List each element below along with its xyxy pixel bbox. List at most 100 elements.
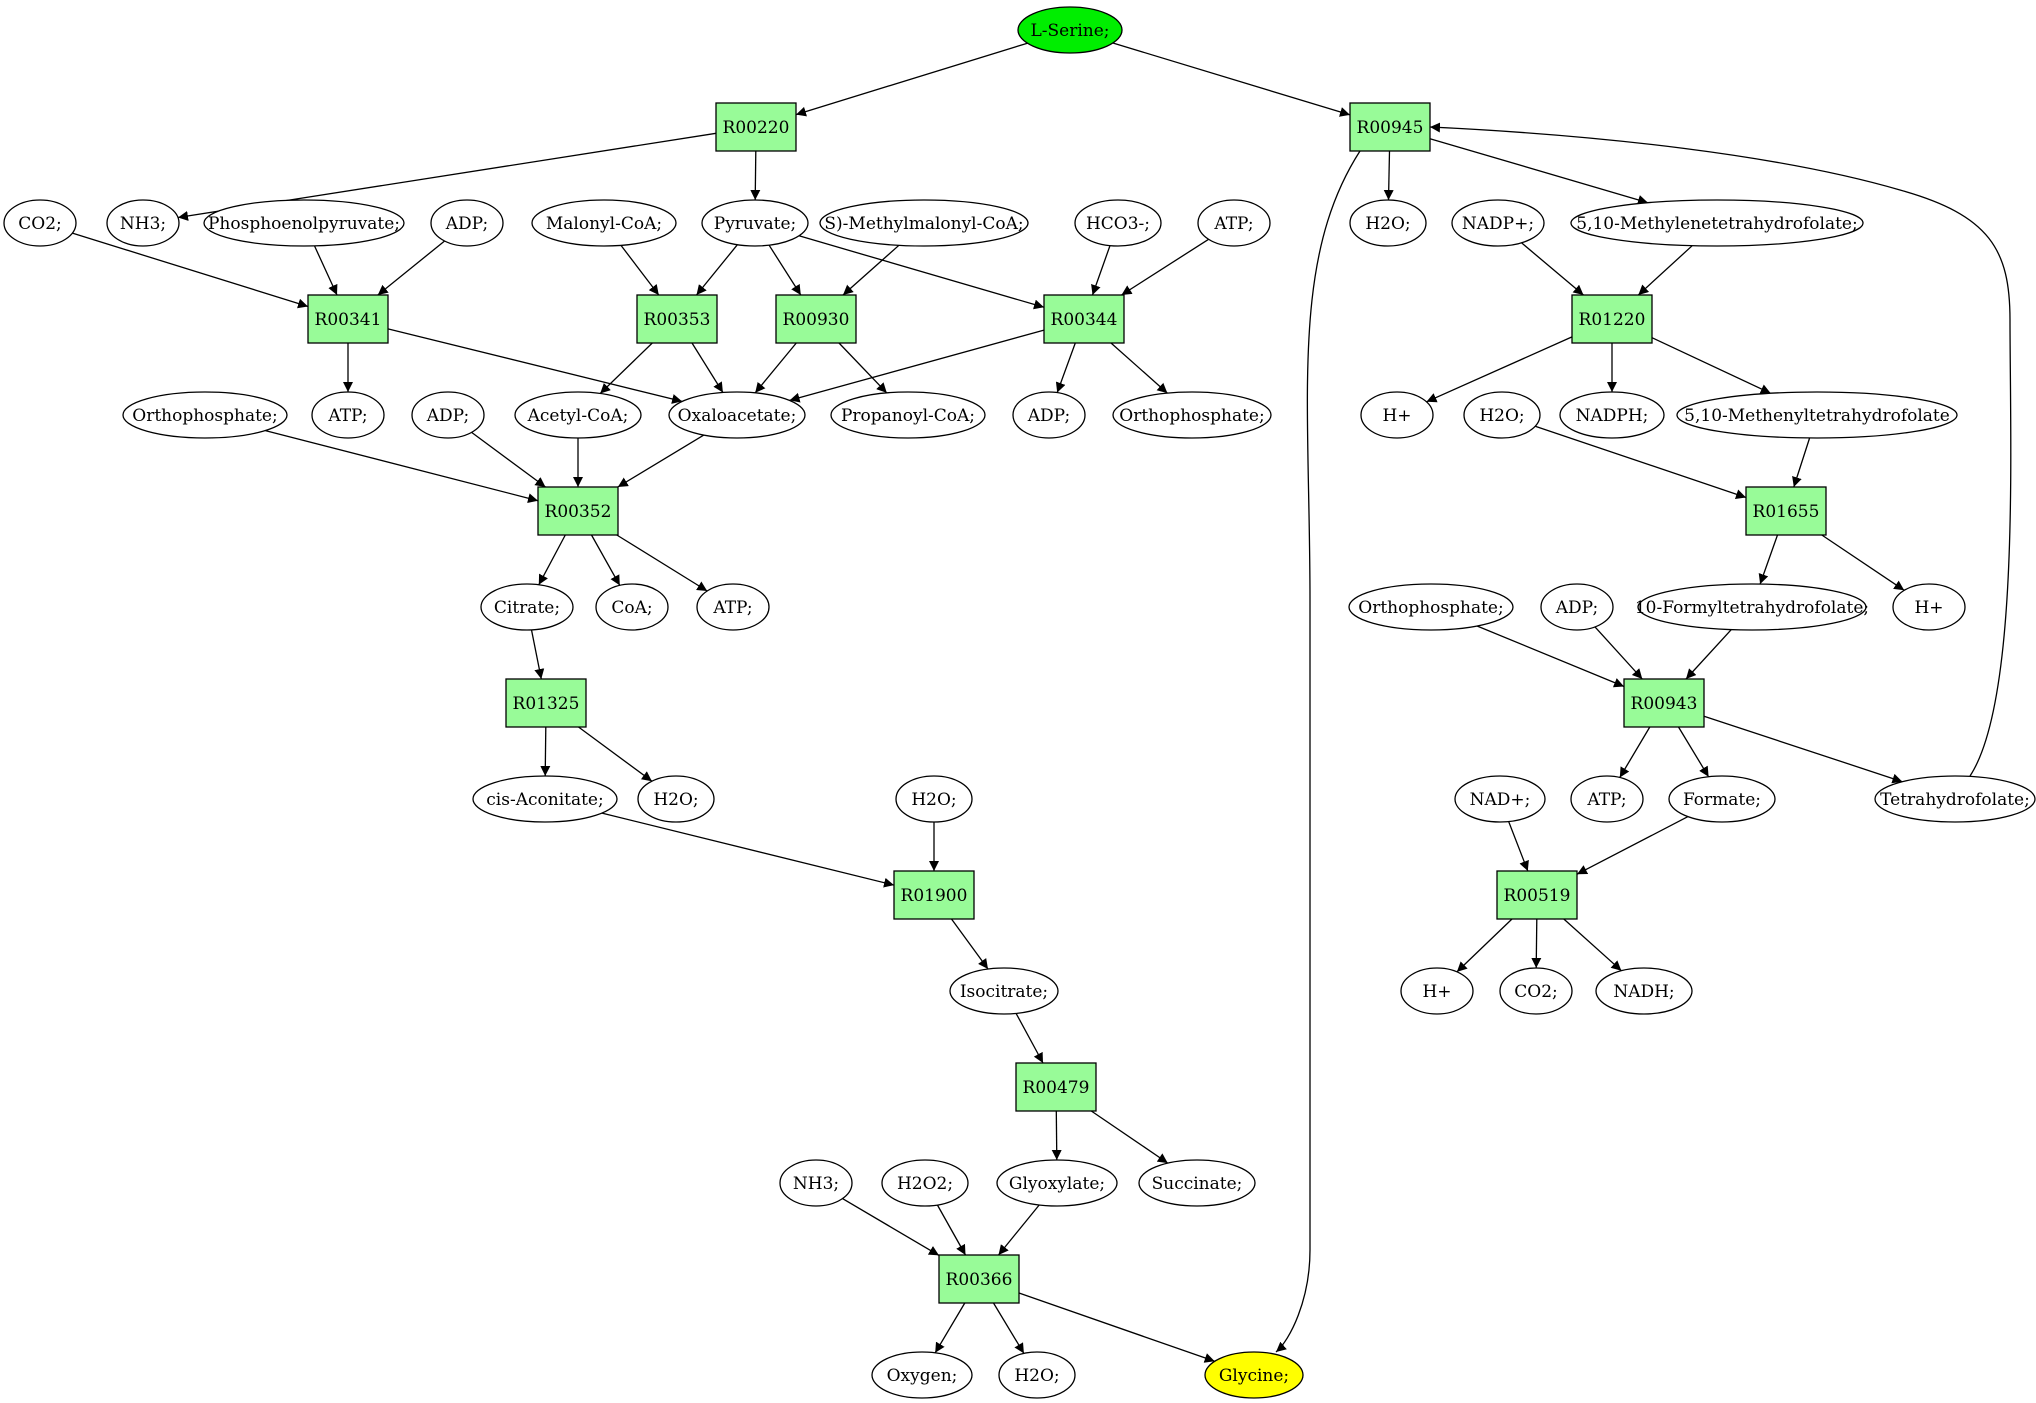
node-label: ATP; <box>712 598 752 618</box>
node-label: H+ <box>1914 598 1943 618</box>
node-label: R00479 <box>1023 1078 1090 1098</box>
compound-ellipse <box>1463 391 1541 439</box>
compound-ellipse <box>1197 199 1271 247</box>
node-label: H2O; <box>653 790 698 810</box>
node-label: ATP; <box>1586 790 1626 810</box>
edge-m_adp_b-to-R00352 <box>471 431 546 488</box>
compound-node-m_glycine: Glycine; <box>1204 1351 1304 1399</box>
node-label: NH3; <box>793 1174 839 1194</box>
compound-ellipse <box>819 199 1029 247</box>
compound-node-m_thf: Tetrahydrofolate; <box>1874 775 2036 823</box>
compound-node-m_nadp: NADP+; <box>1451 199 1545 247</box>
edge-m_atp_a-to-R00344 <box>1121 238 1209 296</box>
compound-node-m_isocitrate: Isocitrate; <box>949 967 1059 1015</box>
edges-layer <box>72 42 2012 1363</box>
edge-R00366-to-m_glycine <box>1018 1292 1215 1363</box>
source-compound-ellipse <box>1017 6 1123 54</box>
compound-node-m_nad: NAD+; <box>1454 775 1546 823</box>
node-label: Tetrahydrofolate; <box>1880 790 2030 810</box>
edge-R00519-to-m_nadh <box>1563 918 1622 972</box>
node-label: Isocitrate; <box>960 982 1048 1002</box>
compound-ellipse <box>1112 391 1272 439</box>
compound-node-m_hplus_c: H+ <box>1400 967 1474 1015</box>
edge-m_pep-to-R00341 <box>313 245 338 296</box>
compound-node-m_formate: Formate; <box>1668 775 1776 823</box>
edge-R00930-to-m_oxaloacetate <box>754 342 797 394</box>
node-label: ADP; <box>1027 406 1070 426</box>
reaction-box <box>1623 678 1705 728</box>
compound-ellipse <box>472 775 618 823</box>
reaction-box <box>1349 102 1431 152</box>
edge-m_nadp-to-R01220 <box>1521 242 1584 296</box>
compound-node-m_nh3_a: NH3; <box>106 199 180 247</box>
reaction-node-R00366: R00366 <box>938 1254 1020 1304</box>
edge-R00930-to-m_propanoyl <box>838 342 888 394</box>
node-label: 10-Formyltetrahydrofolate; <box>1635 598 1869 618</box>
edge-m_h2o2-to-R00366 <box>936 1204 967 1256</box>
compound-ellipse <box>1874 775 2036 823</box>
node-label: R01900 <box>901 886 968 906</box>
node-label: cis-Aconitate; <box>486 790 603 810</box>
node-label: L-Serine; <box>1030 21 1109 41</box>
node-label: NH3; <box>120 214 166 234</box>
node-label: NADH; <box>1613 982 1674 1002</box>
compound-ellipse <box>998 1351 1076 1399</box>
edge-R00479-to-m_glyoxylate <box>1051 1110 1062 1161</box>
reaction-box <box>1043 294 1125 344</box>
edge-m_oxaloacetate-to-R00352 <box>617 434 705 488</box>
node-label: Phosphoenolpyruvate; <box>208 214 400 234</box>
edge-m_co2_a-to-R00341 <box>72 232 309 309</box>
edge-m_orthophos_a-to-R00352 <box>265 429 539 504</box>
compound-ellipse <box>701 199 809 247</box>
reaction-node-R00930: R00930 <box>775 294 857 344</box>
compound-ellipse <box>871 1351 973 1399</box>
reaction-box <box>1496 870 1578 920</box>
edge-m_cisaconitate-to-R01900 <box>601 812 895 888</box>
compound-ellipse <box>1540 583 1614 631</box>
compound-node-m_hplus_b: H+ <box>1892 583 1966 631</box>
edge-R00352-to-m_coa <box>590 534 621 586</box>
edge-R00366-to-m_oxygen <box>934 1302 966 1354</box>
compound-node-m_adp_a: ADP; <box>430 199 504 247</box>
compound-ellipse <box>1892 583 1966 631</box>
edge-R00945-to-m_h2o_a <box>1383 150 1394 201</box>
node-label: Malonyl-CoA; <box>546 214 662 234</box>
reaction-node-R00352: R00352 <box>537 486 619 536</box>
compound-ellipse <box>595 583 669 631</box>
edge-R00220-to-m_pyruvate <box>750 150 761 201</box>
compound-ellipse <box>122 391 288 439</box>
compound-node-m_orthophos_b: Orthophosphate; <box>1112 391 1272 439</box>
reaction-node-R00479: R00479 <box>1015 1062 1097 1112</box>
edge-m_pyruvate-to-R00344 <box>798 235 1045 310</box>
node-label: Glycine; <box>1219 1366 1289 1386</box>
compound-node-m_pep: Phosphoenolpyruvate; <box>203 199 405 247</box>
compound-node-m_nh3_b: NH3; <box>779 1159 853 1207</box>
reaction-box <box>1015 1062 1097 1112</box>
compound-node-m_oxaloacetate: Oxaloacetate; <box>668 391 806 439</box>
edge-R01325-to-m_h2o_c <box>578 726 653 782</box>
edge-m_pyruvate-to-R00353 <box>695 244 738 296</box>
node-label: Citrate; <box>494 598 560 618</box>
node-label: R00943 <box>1631 694 1698 714</box>
node-label: Orthophosphate; <box>1119 406 1264 426</box>
compound-node-m_pyruvate: Pyruvate; <box>701 199 809 247</box>
edge-R00943-to-m_thf <box>1703 715 1903 784</box>
compound-node-m_nadh: NADH; <box>1595 967 1693 1015</box>
edge-R00945-to-m_glycine <box>1275 150 1361 1353</box>
node-label: NAD+; <box>1470 790 1531 810</box>
node-label: Glyoxylate; <box>1009 1174 1105 1194</box>
node-label: R00220 <box>723 118 790 138</box>
compound-ellipse <box>696 583 770 631</box>
edge-m_malonyl-to-R00353 <box>620 245 660 296</box>
compound-node-m_hco3: HCO3-; <box>1074 199 1162 247</box>
edge-m_serine-to-R00945 <box>1112 42 1351 117</box>
reaction-box <box>537 486 619 536</box>
edge-m_adp_d-to-R00943 <box>1594 626 1643 680</box>
compound-ellipse <box>1348 583 1514 631</box>
compound-ellipse <box>1499 967 1573 1015</box>
reaction-box <box>775 294 857 344</box>
node-label: 5,10-Methenyltetrahydrofolate <box>1684 406 1950 426</box>
reaction-box <box>893 870 975 920</box>
compound-ellipse <box>668 391 806 439</box>
node-label: S)-Methylmalonyl-CoA; <box>824 214 1023 234</box>
